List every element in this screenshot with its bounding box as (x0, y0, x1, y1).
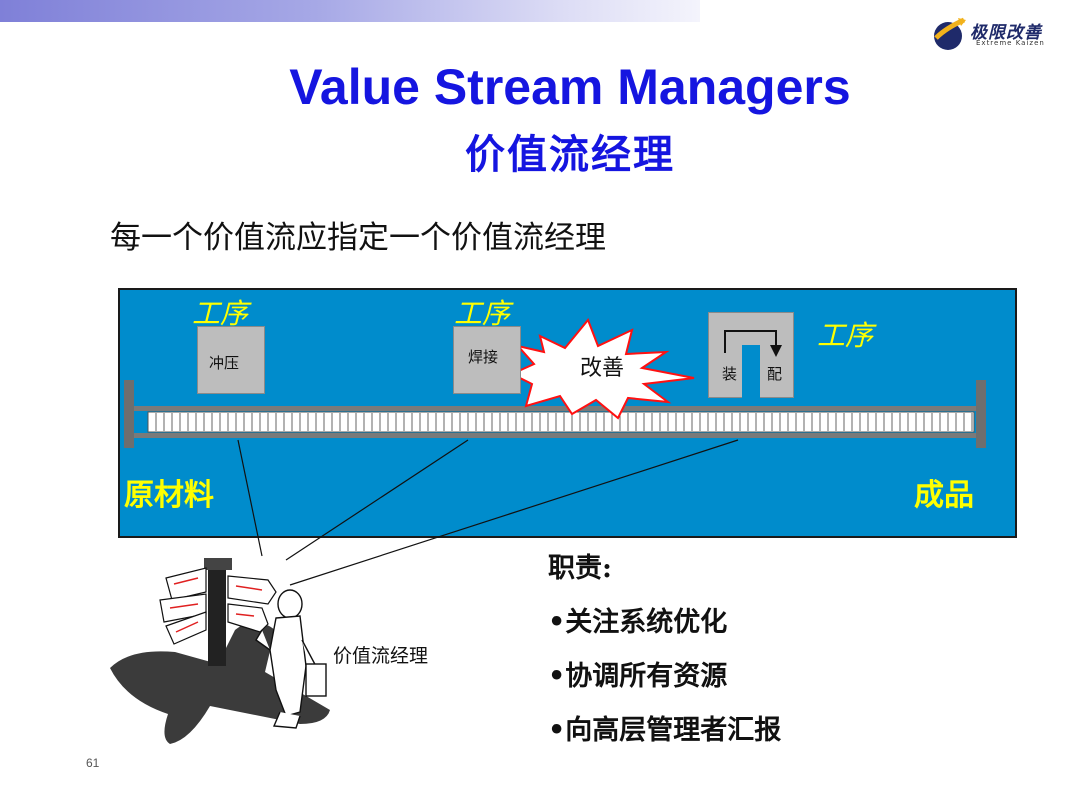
manager-label: 价值流经理 (333, 645, 429, 667)
statement-text: 每一个价值流应指定一个价值流经理 (110, 220, 606, 256)
station-assembly-label-left: 装 (722, 365, 738, 383)
duty-item: •协调所有资源 (548, 661, 728, 692)
station-welding: 焊接 (453, 326, 521, 394)
conveyor-belt (147, 411, 975, 433)
company-logo: 极限改善 Extreme Kaizen (930, 14, 1060, 54)
station-assembly-label-right: 配 (767, 365, 783, 383)
manager-figure (255, 589, 327, 729)
raw-material-label: 原材料 (124, 478, 214, 513)
station-stamping-label: 冲压 (209, 354, 240, 372)
value-stream-panel: 工序 工序 工序 冲压 焊接 装 配 改善 原材料 成品 (118, 288, 1017, 538)
assembly-u-gap (742, 345, 760, 399)
slide-title: Value Stream Managers (289, 59, 851, 115)
process-label-welding: 工序 (454, 297, 511, 330)
signpost-pole (208, 566, 226, 666)
slide-subtitle: 价值流经理 (465, 132, 675, 178)
direction-signs (159, 567, 277, 645)
duty-item: •向高层管理者汇报 (548, 715, 782, 746)
left-end-post (124, 380, 134, 448)
finished-goods-label: 成品 (914, 478, 974, 513)
sight-line-2 (285, 439, 469, 561)
conveyor-rail-bottom (134, 433, 976, 438)
duties-heading: 职责: (548, 553, 612, 584)
station-stamping: 冲压 (197, 326, 265, 394)
kaizen-burst-label: 改善 (580, 356, 625, 381)
conveyor-graphic (124, 318, 986, 448)
station-welding-label: 焊接 (468, 348, 499, 366)
process-label-assembly: 工序 (817, 319, 874, 352)
sight-line-3 (289, 439, 739, 586)
logo-mark-icon (934, 17, 966, 50)
duty-item: •关注系统优化 (548, 607, 728, 638)
top-gradient-bar (0, 0, 700, 22)
process-label-stamping: 工序 (192, 297, 249, 330)
sight-line-1 (237, 439, 263, 557)
right-end-post (976, 380, 986, 448)
station-assembly: 装 配 (708, 312, 794, 399)
conveyor-rail-top (134, 406, 976, 411)
ground-shadow (110, 622, 330, 744)
page-number: 61 (86, 756, 100, 770)
conveyor-belt-ticks (155, 413, 973, 431)
logo-text: 极限改善 (970, 23, 1042, 43)
assembly-flow-arrow-icon (724, 330, 782, 357)
signpost-top (204, 558, 232, 570)
logo-subtext: Extreme Kaizen (976, 39, 1045, 47)
